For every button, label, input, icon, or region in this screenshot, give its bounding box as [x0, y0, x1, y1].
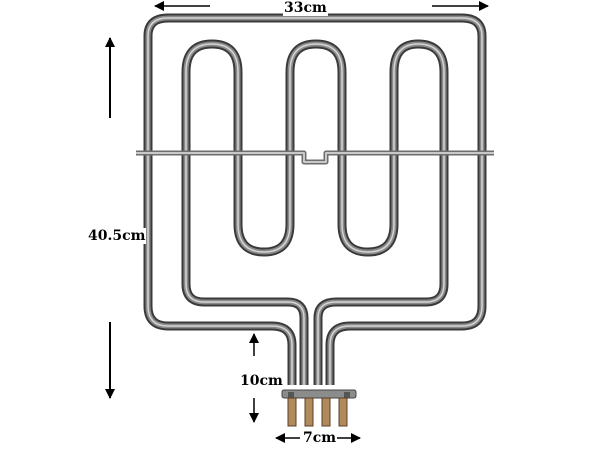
terminal-width-dimension-label: 7cm	[302, 430, 338, 446]
height-dimension-label: 40.5cm	[87, 228, 147, 244]
outer-element-loop	[143, 13, 487, 385]
width-dimension-label: 33cm	[283, 0, 328, 16]
support-bracket	[136, 150, 494, 165]
inner-element-serpentine	[181, 39, 449, 385]
terminal-height-dimension-label: 10cm	[239, 373, 284, 389]
terminal-block	[281, 389, 357, 427]
